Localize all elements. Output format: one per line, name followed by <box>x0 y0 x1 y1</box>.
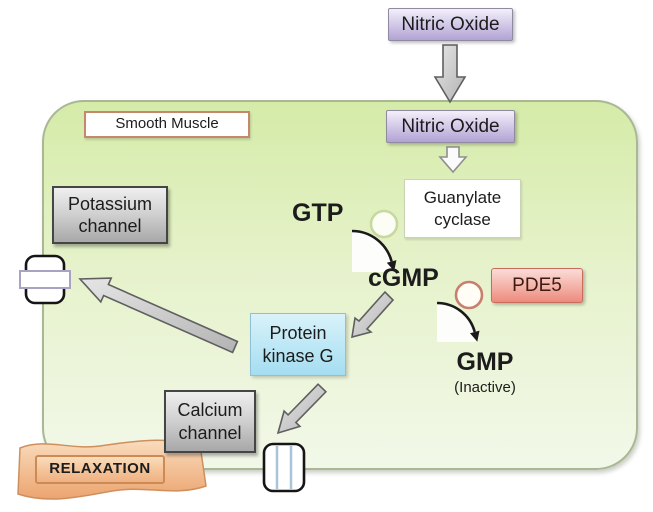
potassium-channel-label: Potassium channel <box>67 193 153 237</box>
pde5-label: PDE5 <box>512 274 562 296</box>
pde5-site-circle-icon <box>454 280 484 310</box>
cgmp-label: cGMP <box>368 264 439 292</box>
relaxation-label: RELAXATION <box>49 460 151 478</box>
smooth-muscle-label: Smooth Muscle <box>115 115 219 133</box>
cgmp-to-pkg-arrow-icon <box>351 290 395 339</box>
nitric-oxide-label: Nitric Oxide <box>401 115 500 137</box>
protein-kinase-g-box: Protein kinase G <box>250 313 346 376</box>
pkg-to-calcium-arrow-icon <box>276 383 328 435</box>
pde5-box: PDE5 <box>491 268 583 303</box>
relaxation-label-box: RELAXATION <box>35 455 165 484</box>
guanylate-cyclase-box: Guanylate cyclase <box>404 179 521 238</box>
pkg-to-potassium-arrow-icon <box>78 277 239 354</box>
potassium-channel-icon <box>19 254 71 305</box>
nitric-oxide-box-outside: Nitric Oxide <box>388 8 513 41</box>
protein-kinase-g-label: Protein kinase G <box>262 323 334 366</box>
cgmp-to-gmp-reaction-arrow <box>436 301 480 342</box>
gmp-inactive-label: (Inactive) <box>454 379 516 396</box>
no-entry-arrow-icon <box>433 44 467 104</box>
nitric-oxide-box-inside: Nitric Oxide <box>386 110 515 143</box>
gmp-label: GMP <box>456 348 514 376</box>
nitric-oxide-label: Nitric Oxide <box>401 13 500 35</box>
guanylate-cyclase-label: Guanylate cyclase <box>423 188 502 229</box>
calcium-channel-icon <box>262 442 306 493</box>
calcium-channel-box: Calcium channel <box>164 390 256 453</box>
gtp-to-cgmp-reaction-arrow <box>351 229 397 272</box>
gtp-label: GTP <box>292 199 344 227</box>
calcium-channel-label: Calcium channel <box>177 400 243 443</box>
no-to-guanylate-arrow-icon <box>438 146 468 174</box>
potassium-channel-box: Potassium channel <box>52 186 168 244</box>
smooth-muscle-label-box: Smooth Muscle <box>84 111 250 138</box>
guanylate-site-circle-icon <box>369 209 399 239</box>
